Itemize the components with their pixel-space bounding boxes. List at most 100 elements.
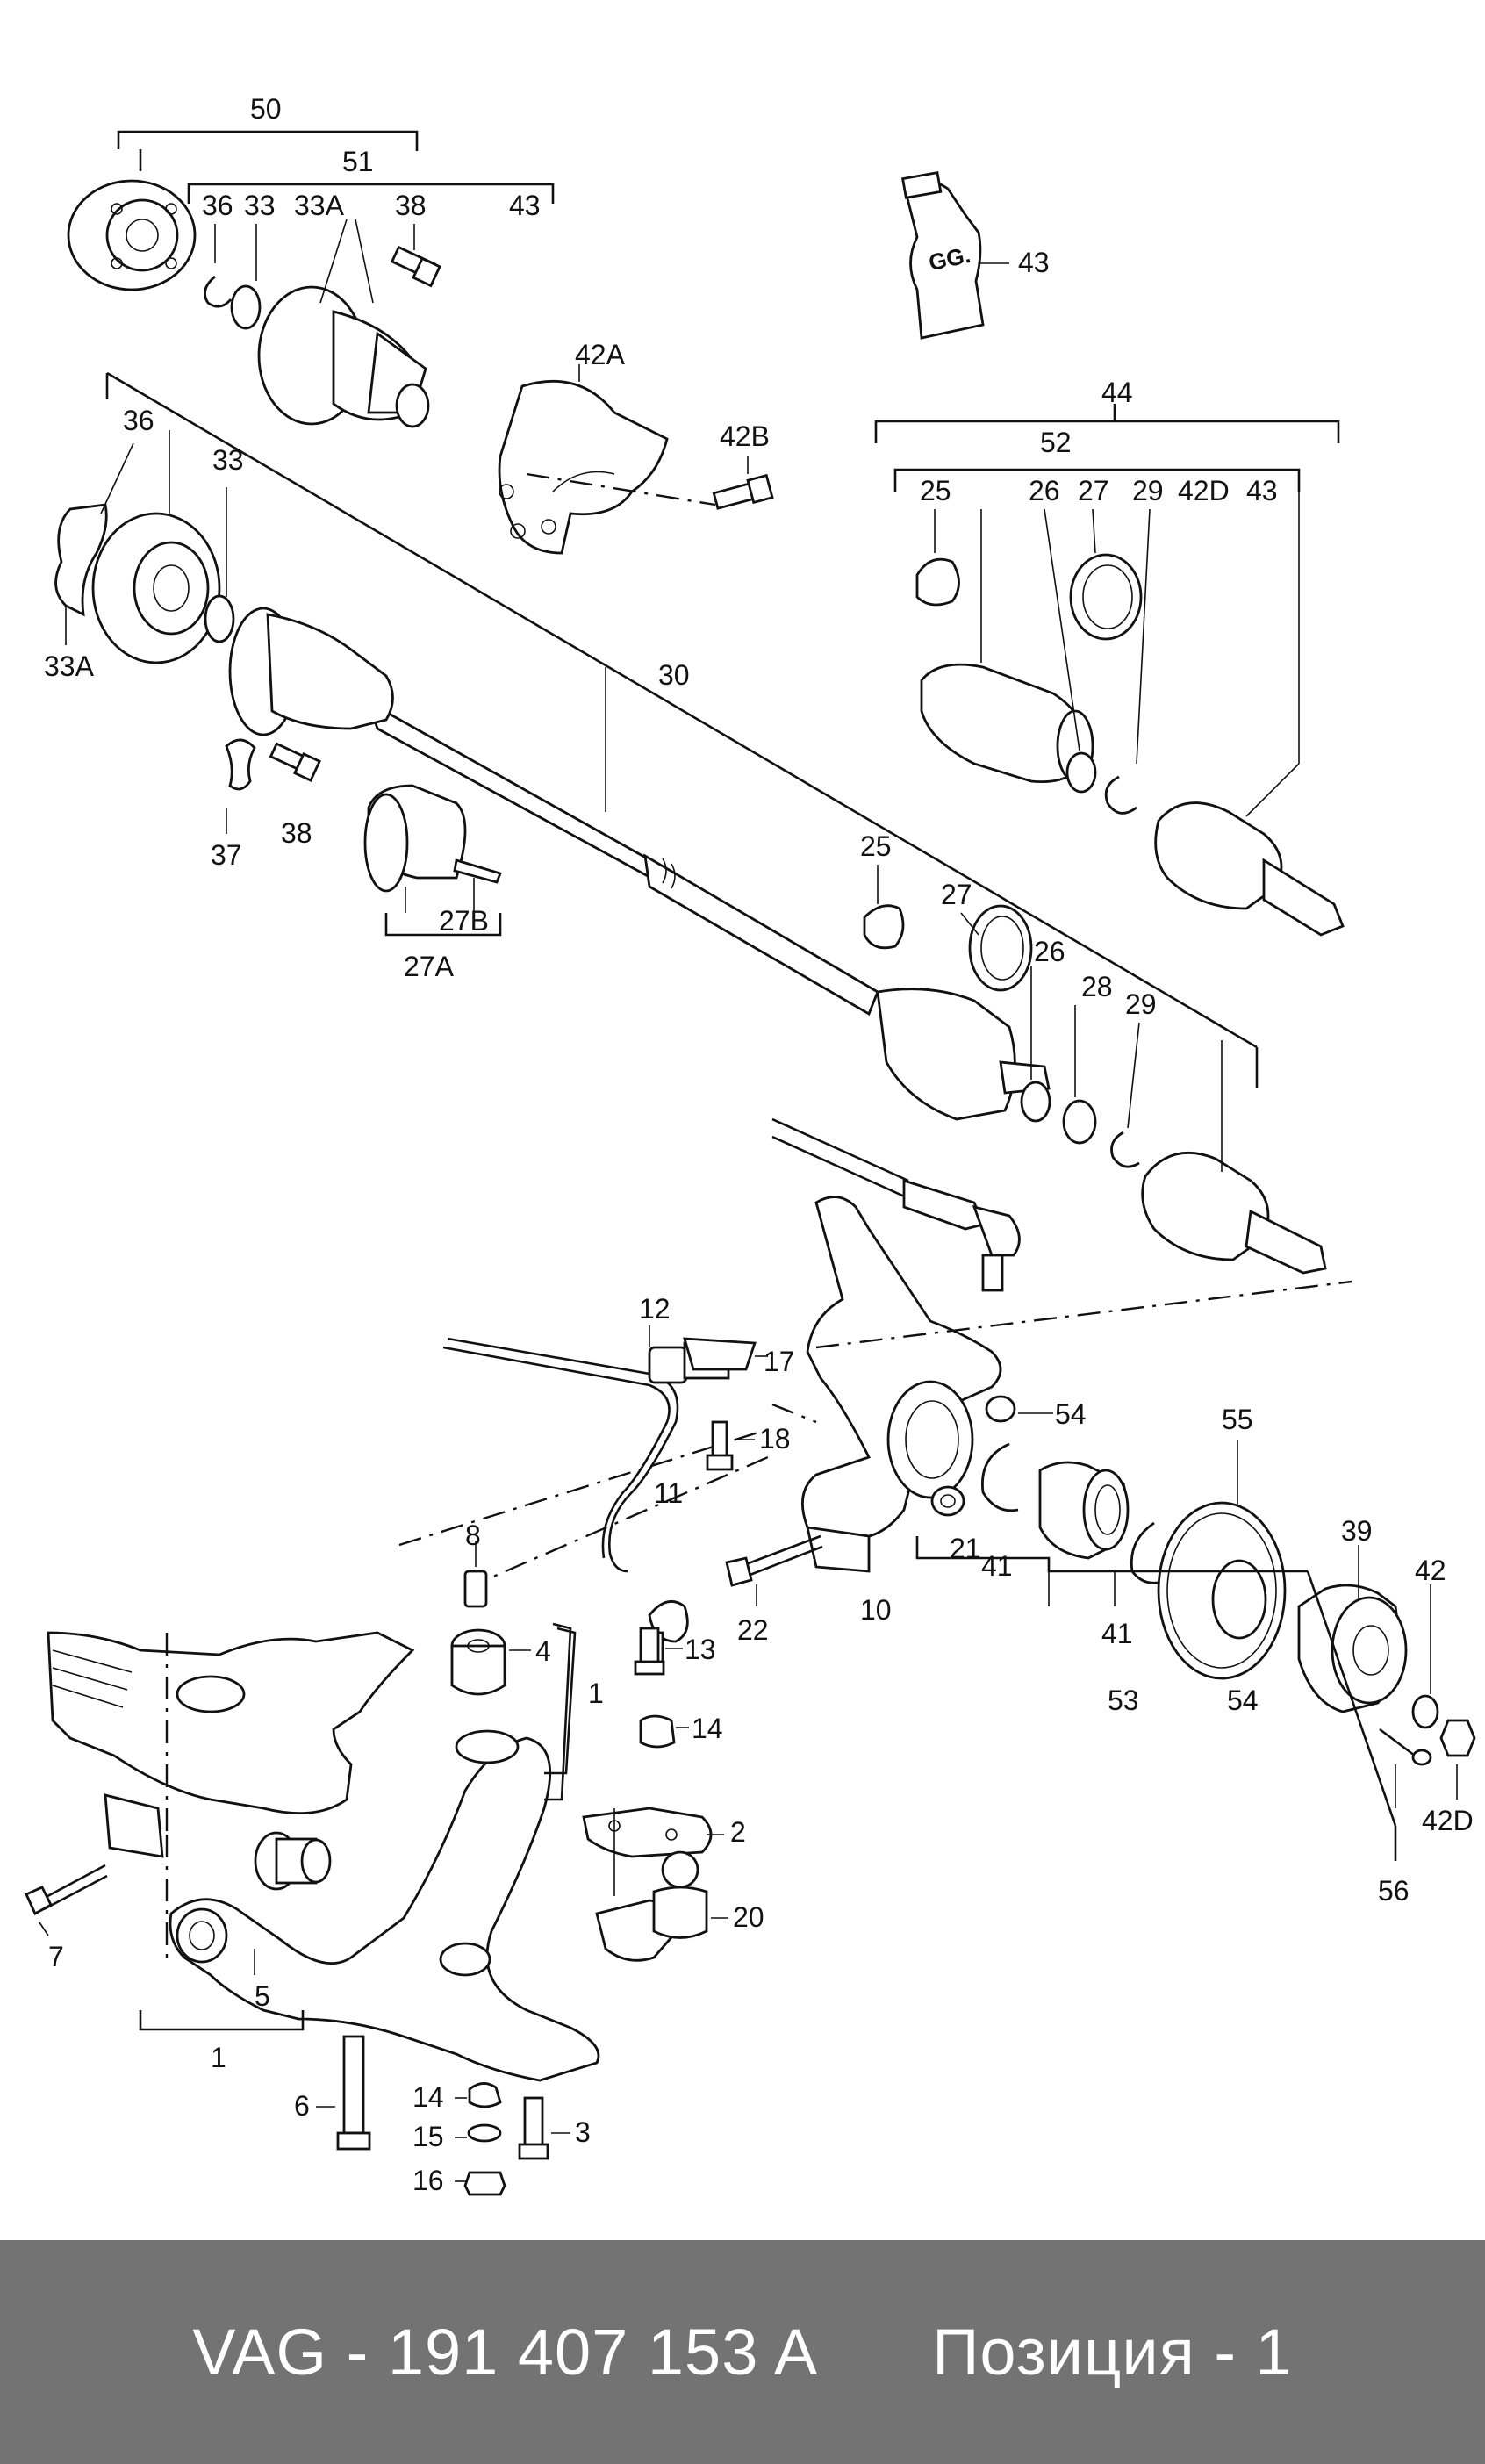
callout-1-bottom: 1 [211, 2042, 226, 2073]
callout-12: 12 [639, 1293, 671, 1325]
callout-11: 11 [654, 1477, 683, 1509]
bush-5 [254, 1831, 332, 1975]
clamp-27-right [1069, 553, 1143, 641]
ring-26-lower [1020, 1081, 1051, 1123]
bracket-52 [893, 468, 1301, 492]
callout-20: 20 [733, 1901, 764, 1933]
ring-26-right [1065, 751, 1097, 794]
bush-4 [450, 1627, 577, 1775]
bolt-13 [634, 1627, 683, 1676]
steering-knuckle-10 [801, 1196, 1002, 1573]
callout-38: 38 [395, 190, 427, 221]
bracket-1-right [544, 1622, 572, 1801]
callout-25-lower: 25 [860, 830, 892, 862]
callout-18: 18 [759, 1423, 791, 1455]
dash-knuckle-link [398, 1280, 1352, 1591]
callout-53: 53 [1108, 1685, 1139, 1716]
callout-5: 5 [255, 1980, 270, 2012]
callout-26-lower: 26 [1034, 936, 1065, 967]
callout-42: 42 [1415, 1555, 1446, 1586]
boot-51-top [257, 285, 430, 428]
stabilizer-bar-11 [442, 1337, 689, 1670]
callout-16: 16 [412, 2165, 444, 2196]
circlip-29-lower [1110, 1131, 1140, 1168]
inner-cv-joint-lower [1141, 1152, 1327, 1275]
bolt-38-left [269, 742, 321, 782]
callout-27: 27 [1078, 475, 1109, 506]
callout-41: 41 [981, 1550, 1013, 1582]
nut-14-bottom [455, 2082, 502, 2108]
nut-54-top [985, 1395, 1053, 1423]
tone-ring-33A [54, 503, 108, 617]
clamp-27-lower [968, 904, 1033, 992]
ring-33-top [230, 284, 262, 330]
callout-4: 4 [535, 1635, 551, 1667]
screw-56 [1379, 1728, 1432, 1808]
ball-joint-20 [595, 1808, 728, 1962]
callout-43-right: 43 [1246, 475, 1278, 506]
callout-33A-left: 33A [44, 650, 95, 682]
bolt-18 [706, 1420, 755, 1471]
outer-cv-joint-left [91, 512, 221, 664]
grease-tube-43: GG. [900, 171, 1009, 340]
clamp-17 [683, 1337, 768, 1371]
bracket-37 [225, 738, 256, 834]
hub-bracket-50 [117, 130, 419, 171]
outer-cv-joint-top [67, 179, 197, 291]
callout-42B: 42B [720, 420, 770, 452]
callout-28: 28 [1081, 971, 1113, 1002]
callout-29-lower: 29 [1125, 988, 1157, 1020]
washer-15 [455, 2123, 502, 2143]
callout-2: 2 [730, 1816, 746, 1848]
bracket-2 [582, 1807, 724, 1858]
position-label: Позиция - 1 [932, 2316, 1293, 2389]
clamp-25-right [915, 557, 960, 607]
clamp-25-lower [863, 904, 905, 950]
callout-51: 51 [342, 146, 374, 177]
callout-29: 29 [1132, 475, 1164, 506]
callout-26: 26 [1029, 475, 1060, 506]
ring-28 [1062, 1099, 1097, 1145]
callout-6: 6 [294, 2090, 310, 2122]
hub-bracket-51 [187, 183, 555, 204]
callout-42D-right: 42D [1422, 1805, 1474, 1836]
callout-8: 8 [465, 1519, 481, 1551]
callout-42A: 42A [575, 339, 626, 370]
callout-21: 21 [950, 1533, 981, 1564]
washer-42 [1411, 1584, 1439, 1729]
callout-14-bottom: 14 [412, 2081, 444, 2113]
callouts-right-leaders [934, 492, 1300, 817]
callout-17: 17 [764, 1346, 795, 1377]
callout-39: 39 [1341, 1515, 1373, 1547]
callouts-top-left-leaders [214, 219, 415, 304]
callout-33A: 33A [294, 190, 345, 221]
bracket-53-54-56 [915, 1536, 1397, 1861]
circlip-29-right [1104, 775, 1137, 815]
callout-7: 7 [48, 1941, 64, 1972]
callout-15: 15 [412, 2121, 444, 2152]
callout-43-tube: 43 [1018, 247, 1050, 278]
callouts-lower-leaders [877, 865, 1223, 1172]
callout-37: 37 [211, 839, 242, 871]
bolt-7 [25, 1864, 108, 1936]
callout-43: 43 [509, 190, 541, 221]
callout-30: 30 [658, 659, 690, 691]
callout-14-top: 14 [692, 1713, 723, 1744]
heat-shield-42A [498, 364, 669, 555]
callout-13: 13 [685, 1634, 716, 1665]
ring-33-left [204, 594, 235, 643]
callout-33-left: 33 [212, 444, 244, 476]
outer-boot-left [228, 607, 394, 736]
circlip-36-top [204, 275, 233, 308]
callout-10: 10 [860, 1594, 892, 1626]
circlip-41a [980, 1442, 1019, 1512]
bolt-38-top [390, 245, 441, 288]
bracket-44 [874, 404, 1340, 443]
callout-36-left: 36 [123, 405, 154, 436]
boot-52 [920, 663, 1094, 783]
inner-cv-joint-right [1154, 801, 1345, 937]
callout-27-lower: 27 [941, 879, 972, 910]
callout-3: 3 [575, 2116, 591, 2148]
wheel-hub-39 [1297, 1545, 1408, 1713]
callout-54-top: 54 [1055, 1398, 1087, 1430]
